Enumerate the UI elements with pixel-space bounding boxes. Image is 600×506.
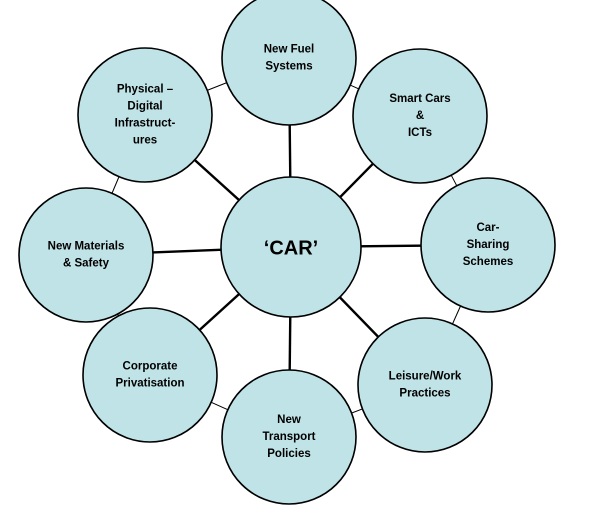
node-label-line: Transport <box>262 431 315 443</box>
node-circle <box>77 47 213 183</box>
node-label-line: Infrastruct- <box>115 118 176 130</box>
hub-circle <box>220 176 362 318</box>
node-circle <box>82 307 218 443</box>
node-smart-cars-icts: Smart Cars & ICTs <box>352 48 488 184</box>
node-label-line: Policies <box>267 448 310 460</box>
node-circle <box>221 0 357 126</box>
node-label-line: ures <box>133 135 157 147</box>
node-circle <box>420 177 556 313</box>
node-label-line: Car- <box>476 222 499 234</box>
hub-label: ‘CAR’ <box>264 237 318 259</box>
node-label-line: & Safety <box>63 258 110 270</box>
node-label-line: Practices <box>399 388 450 400</box>
node-label-line: Smart Cars <box>389 93 450 105</box>
node-label-line: Schemes <box>463 256 514 268</box>
node-label-line: New Fuel <box>264 44 314 56</box>
node-circle <box>221 369 357 505</box>
node-label-line: & <box>416 110 424 122</box>
node-label-line: Digital <box>127 101 162 113</box>
node-label-line: Privatisation <box>115 378 184 390</box>
node-label-line: Corporate <box>123 361 178 373</box>
node-label-line: Physical – <box>117 84 174 96</box>
hub-node: ‘CAR’ <box>220 176 362 318</box>
node-label-line: ICTs <box>408 127 432 139</box>
node-new-materials-safety: New Materials & Safety <box>18 187 154 323</box>
node-label-line: New <box>277 414 301 426</box>
node-circle <box>357 317 493 453</box>
node-label-line: New Materials <box>48 241 125 253</box>
node-circle <box>18 187 154 323</box>
node-label-line: Systems <box>265 61 312 73</box>
node-label-line: Leisure/Work <box>389 371 462 383</box>
node-label-line: Sharing <box>467 239 510 251</box>
node-circle <box>352 48 488 184</box>
